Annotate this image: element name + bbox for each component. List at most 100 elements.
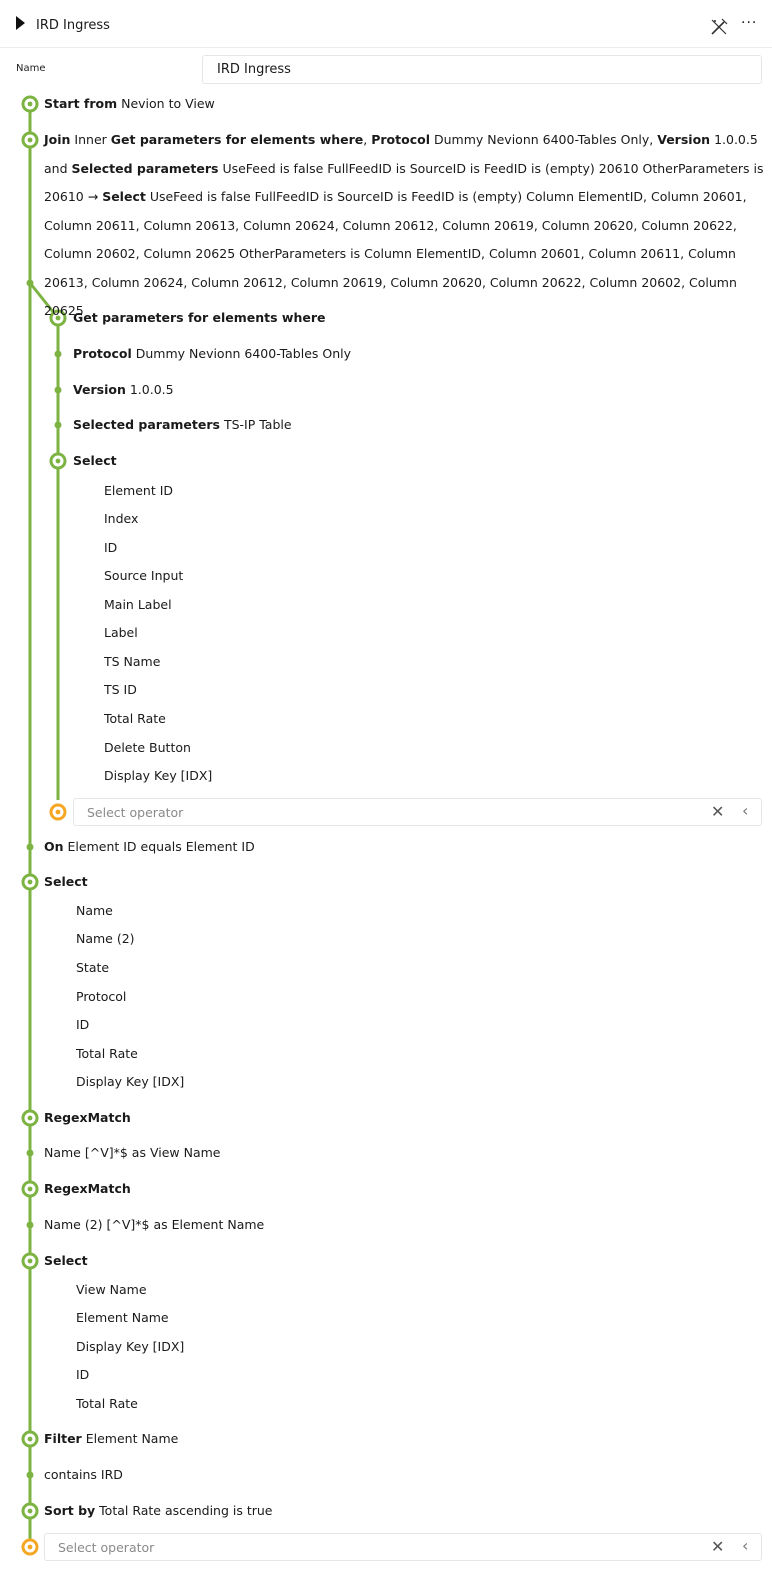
keyword: On [44,839,64,854]
sub-dot [26,843,34,851]
chevron-left-icon[interactable]: ‹ [742,801,749,820]
operator-node-dot [55,809,61,815]
version-value: 1.0.0.5 and [44,132,758,176]
step-node-dot [27,1115,33,1121]
keyword: Get parameters for elements where [73,310,326,325]
selected-value: TS-IP Table [223,417,292,432]
column-item: Main Label [104,597,172,612]
keyword: Select [44,1253,88,1268]
parameters-value: UseFeed is false FullFeedID is SourceID … [44,160,764,205]
collapse-caret-icon[interactable] [16,16,25,30]
filter-column: Element Name [85,1431,179,1446]
step-regexmatch[interactable]: RegexMatch [44,1110,131,1125]
column-item: Element ID [104,483,174,498]
column-item: Display Key [IDX] [76,1074,185,1089]
step-regexmatch[interactable]: RegexMatch [44,1181,131,1196]
more-icon[interactable]: ··· [741,15,758,31]
step-filter[interactable]: Filter Element Name [44,1431,178,1446]
step-node-dot [27,1258,33,1264]
sub-step-selected-parameters[interactable]: Selected parameters TS-IP Table [73,417,292,432]
sub-step-get-parameters[interactable]: Get parameters for elements where [73,310,325,325]
keyword: Join [44,132,71,147]
column-item: Source Input [104,568,184,583]
keyword: Protocol [73,346,132,361]
sub-dot [54,421,62,429]
keyword: RegexMatch [44,1181,131,1196]
keyword: Selected parameters [73,417,220,432]
on-condition: Element ID equals Element ID [67,839,255,854]
keyword: Select [73,453,117,468]
separator: , [363,132,368,147]
column-item: ID [76,1367,90,1382]
branch-node-dot [55,315,61,321]
column-item: Index [104,511,139,526]
keyword: RegexMatch [44,1110,131,1125]
step-select[interactable]: Select [44,1253,88,1268]
regex-expression[interactable]: Name (2) [^V]*$ as Element Name [44,1217,265,1232]
close-icon[interactable]: ✕ [711,802,725,821]
chevron-left-icon[interactable]: ‹ [742,1536,749,1555]
column-item: Delete Button [104,740,191,755]
column-item: Protocol [76,989,127,1004]
version-value: 1.0.0.5 [129,382,174,397]
sub-step-version[interactable]: Version 1.0.0.5 [73,382,174,397]
magic-wand-icon[interactable] [709,17,729,37]
name-input[interactable]: IRD Ingress [202,55,762,84]
column-item: Total Rate [76,1046,138,1061]
column-item: Total Rate [104,711,166,726]
keyword: Select [102,189,146,204]
column-item: Display Key [IDX] [104,768,213,783]
filter-condition[interactable]: contains IRD [44,1467,123,1482]
column-item: Name [76,903,113,918]
close-icon[interactable]: ✕ [711,1537,725,1556]
column-item: State [76,960,110,975]
keyword: Selected parameters [71,160,219,176]
keyword: Sort by [44,1503,96,1518]
operator-node-dot [27,1544,33,1550]
step-node-dot [27,101,33,107]
step-node-dot [27,879,33,885]
column-item: Label [104,625,138,640]
name-label: Name [16,63,46,74]
column-item: Display Key [IDX] [76,1339,185,1354]
sub-dot [54,386,62,394]
keyword: Version [73,382,126,397]
sub-dot [54,350,62,358]
column-item: TS Name [104,654,161,669]
sub-dot [26,1149,34,1157]
step-select[interactable]: Select [44,874,88,889]
step-start-from[interactable]: Start from Nevion to View [44,96,215,111]
keyword: Version [657,132,711,147]
join-type: Inner [74,132,107,147]
sub-step-protocol[interactable]: Protocol Dummy Nevionn 6400-Tables Only [73,346,351,361]
step-node-dot [27,137,33,143]
step-join[interactable]: Join Inner Get parameters for elements w… [44,126,764,326]
query-header: IRD Ingress ··· [0,6,772,48]
step-value: Nevion to View [121,96,215,111]
column-item: TS ID [104,682,137,697]
step-node-dot [27,1508,33,1514]
column-item: Name (2) [76,931,135,946]
step-on[interactable]: On Element ID equals Element ID [44,839,255,854]
sub-step-select[interactable]: Select [73,453,117,468]
operator-select[interactable]: Select operator ✕ ‹ [44,1533,762,1561]
regex-expression[interactable]: Name [^V]*$ as View Name [44,1145,221,1160]
column-item: Total Rate [76,1396,138,1411]
sub-operator-select[interactable]: Select operator ✕ ‹ [73,798,762,826]
sub-dot [26,1221,34,1229]
keyword: Filter [44,1431,82,1446]
keyword: Start from [44,96,118,111]
step-node-dot [27,1436,33,1442]
operator-placeholder: Select operator [58,1540,155,1555]
step-sort-by[interactable]: Sort by Total Rate ascending is true [44,1503,272,1518]
query-title: IRD Ingress [36,18,110,33]
column-item: View Name [76,1282,147,1297]
protocol-value: Dummy Nevionn 6400-Tables Only, [433,132,654,147]
keyword: Get parameters for elements where [110,132,364,147]
sub-dot [26,1471,34,1479]
column-item: ID [76,1017,90,1032]
keyword: Select [44,874,88,889]
column-item: Element Name [76,1310,169,1325]
step-node-dot [27,1186,33,1192]
